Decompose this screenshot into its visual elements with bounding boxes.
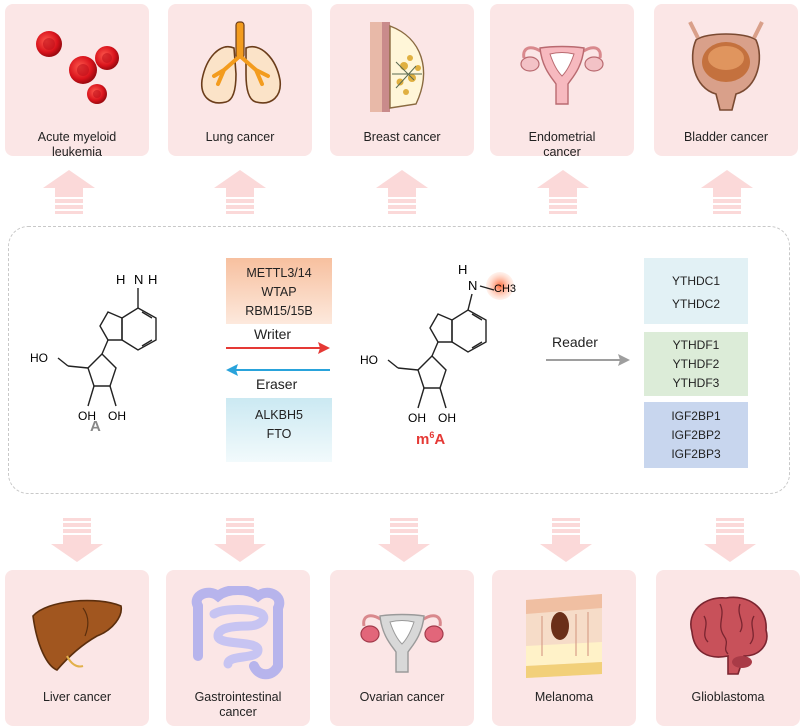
writer-label: Writer xyxy=(254,326,292,342)
amine-h2: H xyxy=(148,272,157,287)
brain-icon xyxy=(690,596,768,675)
amine-n: N xyxy=(134,272,143,287)
cancer-label: Melanoma xyxy=(534,690,594,704)
reader-item: YTHDF1 xyxy=(672,338,720,352)
up-arrow-icon xyxy=(701,170,753,214)
cancer-label: Lung cancer xyxy=(205,130,275,144)
eraser-item: ALKBH5 xyxy=(255,408,303,422)
eraser-box: ALKBH5 FTO xyxy=(226,398,332,462)
reader-group-igf2bp: IGF2BP1 IGF2BP2 IGF2BP3 xyxy=(644,402,748,468)
writer-eraser-arrows xyxy=(226,342,330,376)
cancer-card-aml: Acute myeloid leukemia xyxy=(5,4,149,159)
reader-arrow xyxy=(546,354,630,366)
hydroxyl-oh1: OH xyxy=(408,411,426,425)
up-arrow-icon xyxy=(537,170,589,214)
intestine-icon xyxy=(191,586,285,680)
cancer-label: Endometrial cancer xyxy=(528,130,596,159)
reader-group-ythdc: YTHDC1 YTHDC2 xyxy=(644,258,748,324)
reader-item: IGF2BP2 xyxy=(671,428,721,442)
down-arrow-icon xyxy=(51,518,103,562)
hydroxyl-oh2: OH xyxy=(438,411,456,425)
cancer-label: Glioblastoma xyxy=(691,690,765,704)
blood-cells-icon xyxy=(36,31,119,104)
amine-n: N xyxy=(468,278,477,293)
reader-item: YTHDF3 xyxy=(672,376,720,390)
cancer-card-endometrial: Endometrial cancer xyxy=(490,4,634,159)
reader-group-ythdf: YTHDF1 YTHDF2 YTHDF3 xyxy=(644,332,748,396)
writer-item: WTAP xyxy=(261,285,297,299)
hydroxyl-oh2: OH xyxy=(108,409,126,423)
m6a-label: m6A xyxy=(416,430,446,448)
cancer-card-lung: Lung cancer xyxy=(168,4,312,156)
cancer-label: Gastrointestinal cancer xyxy=(194,690,282,719)
cancer-card-melanoma: Melanoma xyxy=(492,570,636,726)
breast-tissue-icon xyxy=(370,22,425,112)
reader-item: YTHDC2 xyxy=(671,297,720,311)
cancer-label: Acute myeloid leukemia xyxy=(37,130,117,159)
methyl-ch3: CH3 xyxy=(494,283,516,295)
reader-item: IGF2BP1 xyxy=(671,409,721,423)
liver-icon xyxy=(32,599,122,671)
cancer-card-glioblastoma: Glioblastoma xyxy=(656,570,800,726)
hydroxyl-ho: HO xyxy=(360,353,378,367)
m6a-structure: N H CH3 HO OH OH xyxy=(360,264,516,425)
m6a-mechanism-panel xyxy=(8,226,790,494)
cancer-label: Breast cancer xyxy=(363,130,441,144)
bladder-icon xyxy=(688,21,764,111)
amine-h: H xyxy=(458,264,467,277)
reader-item: YTHDF2 xyxy=(672,357,720,371)
eraser-label: Eraser xyxy=(256,376,298,392)
amine-h1: H xyxy=(116,272,125,287)
reader-label: Reader xyxy=(552,334,598,350)
up-arrow-icon xyxy=(214,170,266,214)
hydroxyl-oh1: OH xyxy=(78,409,96,423)
cancer-label: Bladder cancer xyxy=(683,130,769,144)
adenosine-label: A xyxy=(90,418,101,435)
writer-item: METTL3/14 xyxy=(246,266,312,280)
up-arrow-icon xyxy=(43,170,95,214)
cancer-label: Ovarian cancer xyxy=(359,690,445,704)
skin-layers-icon xyxy=(526,594,602,678)
cancer-card-ovarian: Ovarian cancer xyxy=(330,570,474,726)
adenosine-structure: N H H HO OH OH xyxy=(30,272,157,423)
cancer-label: Liver cancer xyxy=(42,690,112,704)
down-arrow-icon xyxy=(378,518,430,562)
reader-item: IGF2BP3 xyxy=(671,447,721,461)
writer-box: METTL3/14 WTAP RBM15/15B xyxy=(226,258,332,324)
cancer-card-liver: Liver cancer xyxy=(5,570,149,726)
down-arrow-icon xyxy=(214,518,266,562)
reader-item: YTHDC1 xyxy=(671,274,720,288)
down-arrow-icon xyxy=(704,518,756,562)
uterus-icon xyxy=(520,45,604,105)
cancer-card-gastrointestinal: Gastrointestinal cancer xyxy=(166,570,310,726)
cancer-card-breast: Breast cancer xyxy=(330,4,474,156)
eraser-item: FTO xyxy=(266,427,292,441)
down-arrow-icon xyxy=(540,518,592,562)
hydroxyl-ho: HO xyxy=(30,351,48,365)
cancer-card-bladder: Bladder cancer xyxy=(654,4,798,156)
up-arrow-icon xyxy=(376,170,428,214)
ovary-icon xyxy=(360,613,444,673)
lungs-icon xyxy=(201,21,281,104)
writer-item: RBM15/15B xyxy=(245,304,313,318)
